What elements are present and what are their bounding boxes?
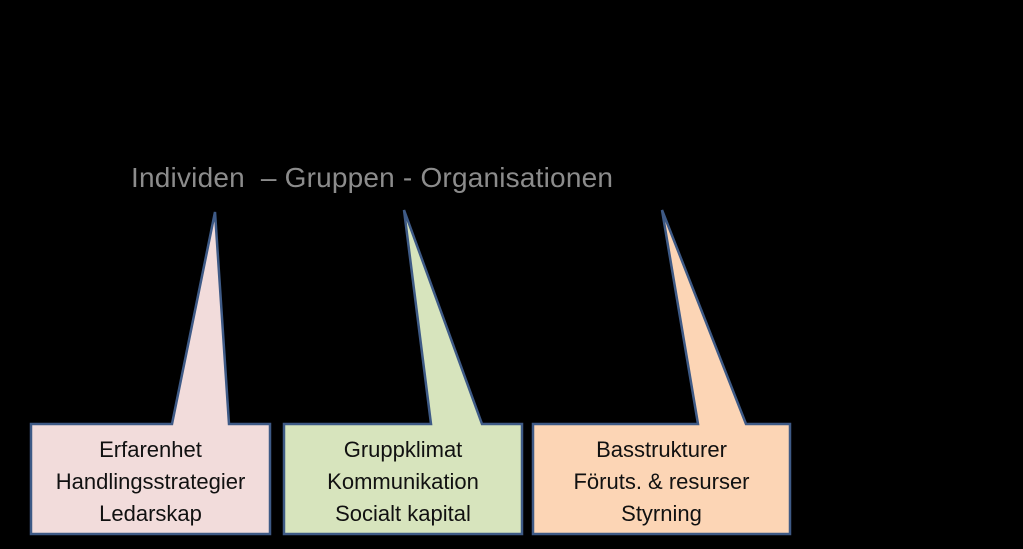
diagram-heading: Individen – Gruppen - Organisationen [131, 162, 614, 193]
callout-gruppen-line: Socialt kapital [335, 501, 471, 526]
callout-individen-line: Handlingsstrategier [55, 469, 246, 494]
callout-individen-shape [29, 211, 272, 536]
callout-organisationen-line: Föruts. & resurser [573, 469, 750, 494]
callout-organisationen: Basstrukturer Föruts. & resurser Styrnin… [533, 432, 790, 532]
callout-individen: Erfarenhet Handlingsstrategier Ledarskap [31, 432, 270, 532]
callout-gruppen-line: Gruppklimat [343, 437, 463, 462]
callout-organisationen-shape [531, 209, 792, 536]
callout-gruppen-line: Kommunikation [327, 469, 479, 494]
callout-organisationen-line: Styrning [621, 501, 702, 526]
callout-individen-line: Erfarenhet [99, 437, 202, 462]
callout-gruppen-shape [282, 209, 524, 536]
callout-organisationen-line: Basstrukturer [596, 437, 727, 462]
callout-gruppen: Gruppklimat Kommunikation Socialt kapita… [284, 432, 522, 532]
callout-individen-line: Ledarskap [99, 501, 202, 526]
